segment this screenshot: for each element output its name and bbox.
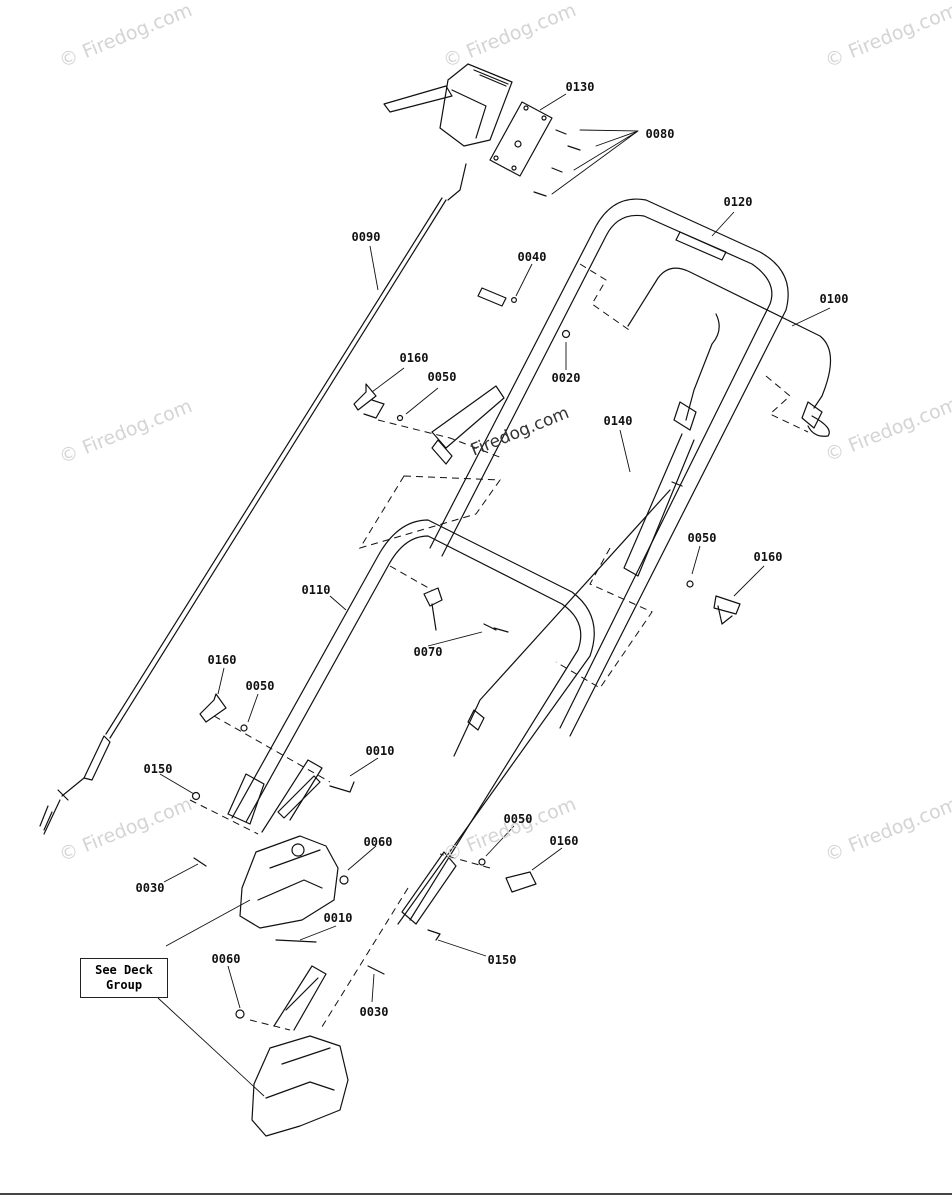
callout-0010-a: 0010	[365, 744, 395, 758]
bolt-0010-lower	[275, 939, 317, 943]
see-deck-line1: See Deck	[95, 963, 153, 977]
page-bottom-rule	[0, 1193, 952, 1195]
see-deck-line2: Group	[105, 978, 143, 992]
knob-right	[713, 595, 741, 625]
nut-0060-lower	[235, 1009, 245, 1019]
washer-lower-left	[240, 724, 248, 732]
callout-0030-a: 0030	[135, 881, 165, 895]
callout-0030-b: 0030	[359, 1005, 389, 1019]
control-cable	[39, 163, 467, 835]
lower-handle	[227, 519, 595, 925]
callout-0100: 0100	[819, 292, 849, 306]
cotter-0030-lower	[367, 965, 385, 975]
washer-lower-right	[478, 858, 486, 866]
knob-lower-right	[505, 871, 537, 893]
pivot-pin	[477, 287, 518, 307]
bolt-0010	[329, 781, 355, 793]
knob-lower-left	[199, 693, 227, 723]
operator-bail	[627, 267, 832, 437]
deck-bracket-upper	[239, 759, 339, 929]
callout-0050-c: 0050	[245, 679, 275, 693]
callout-0040: 0040	[517, 250, 547, 264]
upper-handle	[429, 198, 789, 737]
washer	[396, 414, 404, 422]
bracket-plate	[489, 101, 553, 177]
callout-0010-b: 0010	[323, 911, 353, 925]
nut-0060-upper	[339, 875, 349, 885]
callout-0140: 0140	[603, 414, 633, 428]
callout-0160-a: 0160	[399, 351, 429, 365]
callout-0150-b: 0150	[487, 953, 517, 967]
callout-0120: 0120	[723, 195, 753, 209]
callout-0050-b: 0050	[687, 531, 717, 545]
deck-bracket-lower	[251, 965, 349, 1137]
washer-right	[686, 580, 694, 588]
wire-harness	[453, 313, 720, 757]
screws	[533, 129, 639, 197]
callout-0160-c: 0160	[207, 653, 237, 667]
callout-0020: 0020	[551, 371, 581, 385]
callout-0060-b: 0060	[211, 952, 241, 966]
callout-0050-d: 0050	[503, 812, 533, 826]
callout-0130: 0130	[565, 80, 595, 94]
callout-0110: 0110	[301, 583, 331, 597]
handle-bracket	[431, 385, 505, 449]
control-lever	[383, 63, 513, 147]
callout-0080: 0080	[645, 127, 675, 141]
bolt-upper	[423, 587, 509, 633]
knob-upper-left	[353, 383, 385, 419]
callout-0160-b: 0160	[753, 550, 783, 564]
callout-0150-a: 0150	[143, 762, 173, 776]
lock-nut	[561, 329, 571, 339]
pin-0150-lower	[427, 929, 441, 941]
see-deck-group-box: See Deck Group	[80, 958, 168, 998]
pin-0150	[191, 791, 201, 801]
callout-0070: 0070	[413, 645, 443, 659]
callout-0160-d: 0160	[549, 834, 579, 848]
callout-0050-a: 0050	[427, 370, 457, 384]
callout-0060-a: 0060	[363, 835, 393, 849]
callout-0090: 0090	[351, 230, 381, 244]
cotter-0030	[193, 857, 207, 867]
